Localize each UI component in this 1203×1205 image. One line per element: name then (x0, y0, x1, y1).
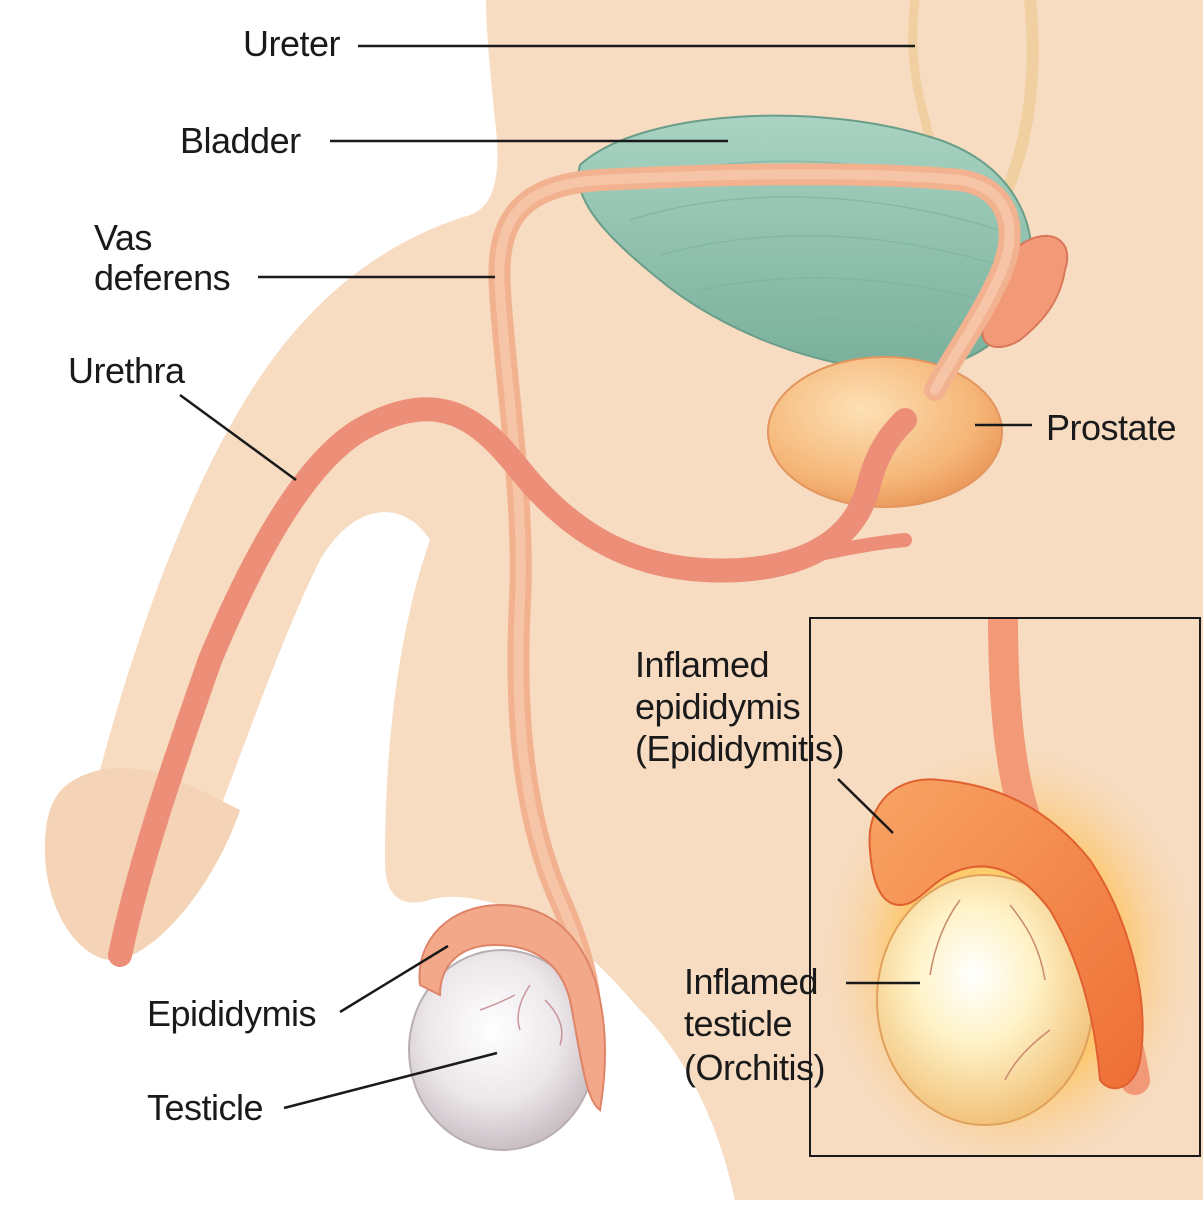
urethra-leader (179, 393, 297, 482)
label-testicle: Testicle (147, 1087, 263, 1128)
urethra-tube (108, 397, 917, 967)
testicle-leader (283, 1051, 498, 1110)
vas-deferens-tube-inner (494, 169, 1015, 1065)
label-inset-testicle-line1: Inflamed (684, 961, 818, 1002)
testicle-veins (479, 984, 563, 1046)
label-prostate: Prostate (1046, 407, 1176, 448)
label-bladder: Bladder (180, 120, 301, 161)
inset-panel (809, 617, 1201, 1157)
inflamed-epididymis-shape (868, 778, 1144, 1090)
label-vas-deferens-line1: Vas (94, 217, 152, 258)
leader-lines (179, 44, 1032, 1110)
inflamed-testicle-veins (929, 899, 1051, 1081)
label-vas-deferens-line2: deferens (94, 257, 230, 298)
urethra-ejaculatory-branch (733, 533, 912, 577)
label-urethra: Urethra (68, 350, 186, 391)
label-inset-testicle-line2: testicle (684, 1003, 792, 1044)
epididymis-shape (418, 903, 606, 1112)
label-inset-testicle-line3: (Orchitis) (684, 1047, 825, 1088)
inset-border (809, 617, 1201, 1157)
inset-epididymis-leader (837, 778, 894, 834)
label-inset-epididymis-line3: (Epididymitis) (635, 728, 844, 769)
label-ureter: Ureter (243, 23, 341, 64)
label-inset-epididymis-line2: epididymis (635, 686, 800, 727)
label-inset-epididymis-line1: Inflamed (635, 644, 769, 685)
label-epididymis: Epididymis (147, 993, 316, 1034)
epididymis-leader (339, 944, 449, 1014)
